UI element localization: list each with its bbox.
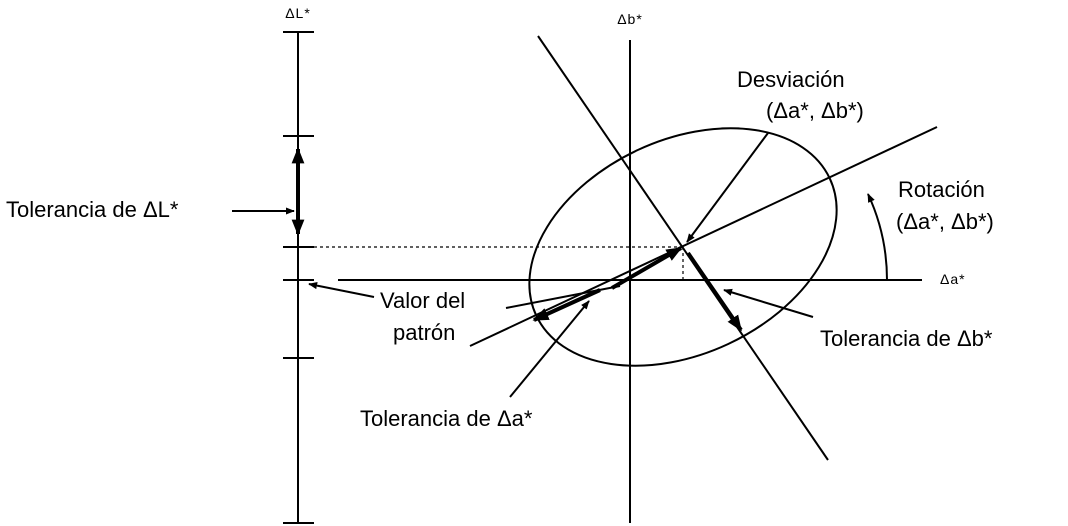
deviation-leader-arrow	[686, 132, 769, 243]
delta-b-tolerance-arrow	[686, 251, 743, 332]
delta-a-tolerance-arrow-lower	[532, 288, 601, 322]
tolerance-a-label: Tolerancia de Δa*	[360, 406, 533, 431]
deviation-label: Desviación	[737, 67, 845, 92]
standard-leader-line	[505, 285, 621, 309]
standard-value-label-line2: patrón	[393, 320, 455, 345]
delta-a-axis-label: Δa*	[940, 271, 966, 287]
tolerance-b-leader-arrow	[723, 288, 814, 318]
ellipse-minor-axis	[537, 35, 829, 461]
ellipse-major-axis	[469, 126, 938, 347]
delta-l-axis	[283, 31, 314, 524]
tolerance-b-label: Tolerancia de Δb*	[820, 326, 993, 351]
rotation-arc	[867, 193, 888, 281]
standard-value-label: Valor del	[380, 288, 465, 313]
tolerance-a-leader-arrow	[509, 300, 590, 398]
standard-leader-arrow	[308, 282, 375, 298]
rotation-label: Rotación	[898, 177, 985, 202]
delta-a-tolerance-arrow-upper	[610, 246, 683, 290]
tolerance-l-label: Tolerancia de ΔL*	[6, 197, 179, 222]
delta-l-axis-label: ΔL*	[285, 5, 311, 21]
delta-b-axis-label: Δb*	[617, 11, 643, 27]
rotation-coords-label: (Δa*, Δb*)	[896, 209, 994, 234]
deviation-coords-label: (Δa*, Δb*)	[766, 98, 864, 123]
